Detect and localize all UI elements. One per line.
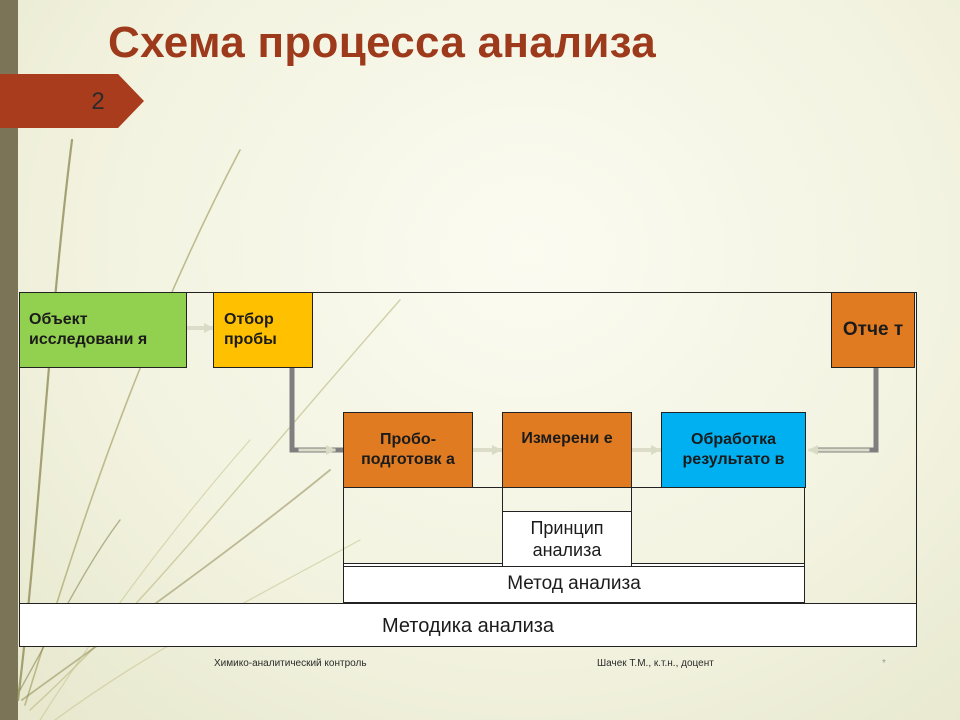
left-accent-bar <box>0 0 18 720</box>
object-box: Объект исследовани я <box>19 292 187 368</box>
footer-course: Химико-аналитический контроль <box>214 658 367 669</box>
footer-author: Шачек Т.М., к.т.н., доцент <box>597 658 714 669</box>
slide-title: Схема процесса анализа <box>108 18 657 67</box>
processing-box: Обработка результато в <box>661 412 806 488</box>
measurement-box: Измерени е <box>502 412 632 488</box>
measurement-label: Измерени е <box>521 430 613 447</box>
sampling-label: Отбор пробы <box>224 311 277 348</box>
sample-prep-label: Пробо- подготовк а <box>361 431 455 468</box>
report-box: Отче т <box>831 292 915 368</box>
object-label: Объект исследовани я <box>29 311 148 348</box>
procedure-label: Методика анализа <box>381 614 555 637</box>
sample-prep-box: Пробо- подготовк а <box>343 412 473 488</box>
principle-label: Принцип анализа <box>530 517 604 561</box>
procedure-bar <box>19 603 917 647</box>
processing-label: Обработка результато в <box>682 431 785 468</box>
footer-page-mark: * <box>882 658 886 669</box>
principle-box <box>502 511 632 567</box>
method-label: Метод анализа <box>507 573 641 594</box>
method-bar <box>343 563 805 603</box>
slide-number-banner <box>0 74 144 128</box>
sampling-box: Отбор пробы <box>213 292 313 368</box>
report-label: Отче т <box>842 319 904 341</box>
slide-number: 2 <box>91 88 105 115</box>
